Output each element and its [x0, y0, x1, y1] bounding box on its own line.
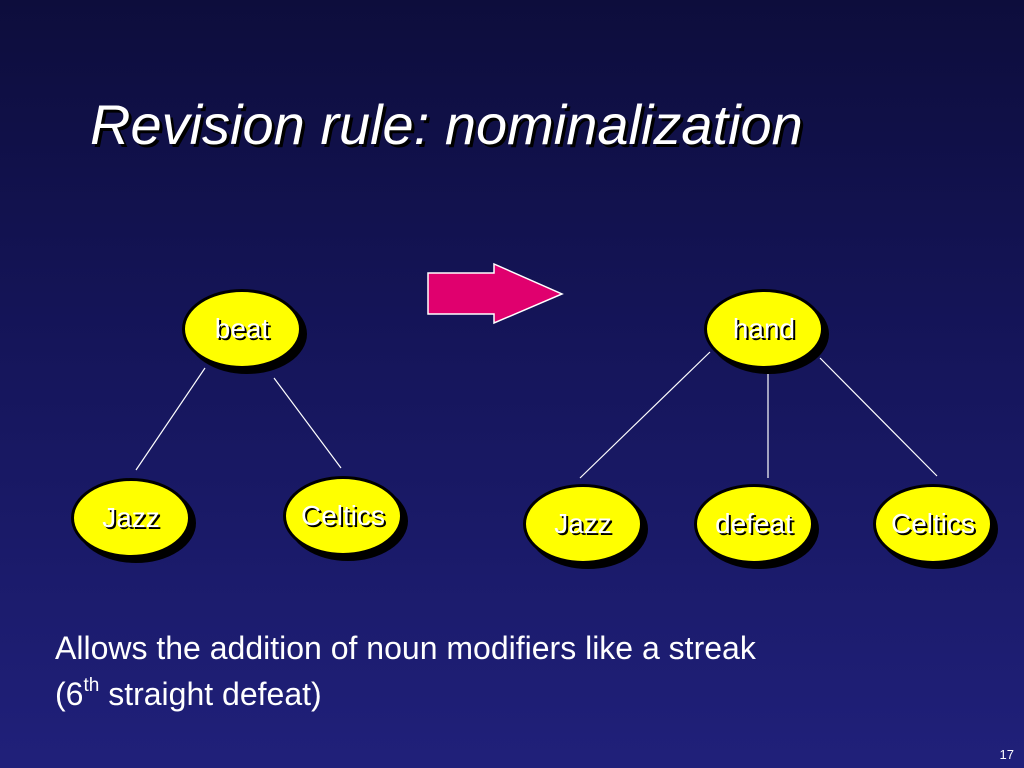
slide-number: 17	[999, 747, 1014, 762]
body-line-2-suffix: straight defeat)	[99, 676, 322, 712]
node-label: Celtics	[890, 508, 975, 539]
ordinal-suffix: th	[83, 675, 100, 696]
node-label: Jazz	[102, 502, 160, 533]
right-arrow-icon	[427, 262, 564, 325]
node-label: defeat	[715, 508, 793, 539]
body-line-2: (6th straight defeat)	[55, 671, 995, 717]
node-jazz-left: Jazz	[71, 478, 191, 558]
node-label: beat	[214, 313, 270, 344]
node-label: Jazz	[554, 508, 612, 539]
node-hand: hand	[704, 289, 824, 369]
edge-hand-jazz	[579, 351, 711, 479]
node-label: Celtics	[300, 500, 385, 531]
node-defeat: defeat	[694, 484, 814, 564]
edge-hand-celtics	[819, 357, 938, 477]
node-label: hand	[732, 313, 796, 344]
body-text: Allows the addition of noun modifiers li…	[55, 625, 995, 717]
node-celtics-right: Celtics	[873, 484, 993, 564]
node-beat: beat	[182, 289, 302, 369]
edge-beat-jazz	[135, 367, 206, 471]
node-celtics-left: Celtics	[283, 476, 403, 556]
body-line-2-prefix: (6	[55, 676, 84, 712]
edge-beat-celtics	[273, 377, 342, 469]
node-jazz-right: Jazz	[523, 484, 643, 564]
body-line-1: Allows the addition of noun modifiers li…	[55, 630, 756, 666]
slide-title: Revision rule: nominalization	[90, 93, 803, 156]
